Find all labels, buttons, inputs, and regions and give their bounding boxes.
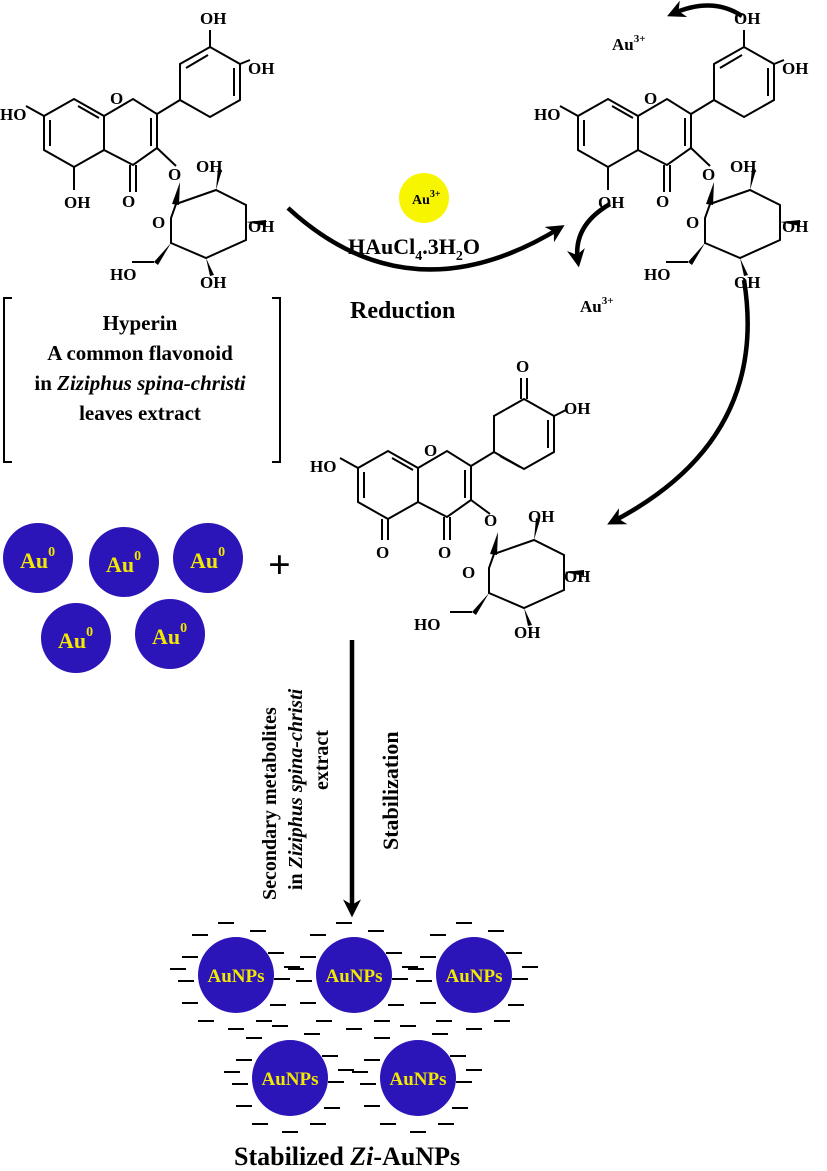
sugar-oh-2: OH	[248, 217, 274, 236]
plus-sign: +	[268, 542, 291, 587]
gold-atom-label: Au0	[20, 545, 55, 573]
gold-atom: Au0	[135, 599, 205, 669]
hydroxyl-c7: HO	[0, 105, 26, 124]
hydroxyl-4prime: OH	[248, 59, 274, 78]
metabolites-source: in Ziziphus spina-christi	[285, 688, 307, 890]
final-label: Stabilized Zi-AuNPs	[234, 1142, 460, 1171]
nanoparticle-circle	[436, 937, 512, 1013]
quinone-sugar-oh-3: OH	[514, 623, 540, 642]
nanoparticle-circle	[380, 1040, 456, 1116]
gold-atom-label: Au0	[106, 549, 141, 577]
gold-atom-label: Au0	[190, 545, 225, 573]
hydroxyl-c7-2: HO	[534, 105, 560, 124]
carbonyl-oxygen: O	[122, 192, 135, 211]
sugar-ho-4-2: HO	[644, 265, 670, 284]
gold-atom-circle	[3, 523, 73, 593]
hyperin-label: Hyperin A common flavonoid in Ziziphus s…	[3, 297, 281, 463]
metabolites-label: Secondary metabolites	[259, 707, 281, 900]
quinone-keto-oxygen: O	[516, 357, 529, 376]
quinone-c5-oxygen: O	[376, 543, 389, 562]
quinone-carbonyl-oxygen: O	[438, 543, 451, 562]
hyperin-extract: leaves extract	[79, 401, 201, 425]
oxidized-product: HO O O O O O OH OH OH OH HO O	[310, 357, 590, 642]
reduction-step: Au3+ HAuCl4.3H2O Reduction	[286, 173, 565, 324]
nanoparticle-label: AuNPs	[261, 1069, 318, 1090]
reduction-arrow	[286, 206, 565, 272]
ring-oxygen: O	[110, 89, 123, 108]
nanoparticle: AuNPs	[170, 922, 300, 1030]
reagent-formula: HAuCl4.3H2O	[348, 234, 480, 264]
release-arrow-bottom	[567, 202, 612, 268]
hydroxyl-c5: OH	[64, 193, 90, 212]
quinone-enol-oh: OH	[564, 399, 590, 418]
sugar-oh-3-2: OH	[734, 273, 760, 292]
sugar-oh-3: OH	[200, 273, 226, 292]
stabilization-step: Secondary metabolites in Ziziphus spina-…	[259, 640, 403, 918]
hydroxyl-3prime: OH	[200, 9, 226, 28]
sugar-ring-oxygen: O	[152, 213, 165, 232]
quinone-sugar-ring-oxygen: O	[462, 563, 475, 582]
hyperin-structure: O HO OH O O OH OH OH OH OH HO O	[0, 9, 274, 292]
stabilization-label: Stabilization	[378, 731, 403, 850]
nanoparticle-label: AuNPs	[325, 966, 382, 987]
au3-ion-circle	[399, 173, 449, 223]
sugar-ring-oxygen-2: O	[686, 213, 699, 232]
hyperin-subtitle: A common flavonoid	[47, 341, 233, 365]
carbonyl-oxygen-2: O	[656, 192, 669, 211]
gold-atom-circle	[89, 527, 159, 597]
sugar-oh-1: OH	[196, 157, 222, 176]
gold-atom: Au0	[3, 523, 73, 593]
gold-atom: Au0	[41, 603, 111, 673]
released-ion-top: Au3+	[612, 33, 646, 54]
hydroxyl-4prime-2: OH	[782, 59, 808, 78]
sugar-oh-2-2: OH	[782, 217, 808, 236]
nanoparticle: AuNPs	[352, 1025, 482, 1133]
release-arrow-top	[667, 0, 744, 18]
nanoparticle-circle	[252, 1040, 328, 1116]
gold-atom-circle	[173, 523, 243, 593]
gold-atom-circle	[135, 599, 205, 669]
nanoparticle: AuNPs	[288, 922, 418, 1030]
nanoparticle-label: AuNPs	[389, 1069, 446, 1090]
au3-ion-label: Au3+	[412, 189, 441, 208]
nanoparticle-circle	[198, 937, 274, 1013]
metabolites-extract: extract	[311, 730, 333, 790]
nanoparticle-circle	[316, 937, 392, 1013]
oxidation-arrow	[607, 279, 750, 525]
quinone-ring-oxygen: O	[424, 441, 437, 460]
sugar-oh-1-2: OH	[730, 157, 756, 176]
nanoparticle: AuNPs	[408, 922, 538, 1030]
ring-oxygen-2: O	[644, 89, 657, 108]
quinone-ho: HO	[310, 457, 336, 476]
hyperin-title: Hyperin	[103, 311, 178, 335]
hyperin-source: in Ziziphus spina-christi	[34, 371, 245, 395]
hyperin-structure-2: O HO OH O O OH OH OH OH OH HO O	[534, 9, 808, 292]
gold-atom: Au0	[89, 527, 159, 597]
glycoside-oxygen: O	[168, 165, 181, 184]
released-ions: Au3+ Au3+	[567, 0, 744, 316]
gold-atom-label: Au0	[58, 625, 93, 653]
sugar-ho-4: HO	[110, 265, 136, 284]
released-ion-bottom: Au3+	[580, 295, 614, 316]
quinone-sugar-ho-4: HO	[414, 615, 440, 634]
glycoside-oxygen-2: O	[702, 165, 715, 184]
gold-atom: Au0	[173, 523, 243, 593]
gold-atom-label: Au0	[152, 621, 187, 649]
reduction-label: Reduction	[350, 298, 455, 324]
nanoparticle-label: AuNPs	[445, 966, 502, 987]
nanoparticle-label: AuNPs	[207, 966, 264, 987]
gold-atom-circle	[41, 603, 111, 673]
nanoparticle: AuNPs	[224, 1025, 354, 1133]
quinone-sugar-oh-1: OH	[528, 507, 554, 526]
quinone-glycoside-oxygen: O	[484, 511, 497, 530]
quinone-sugar-oh-2: OH	[564, 567, 590, 586]
